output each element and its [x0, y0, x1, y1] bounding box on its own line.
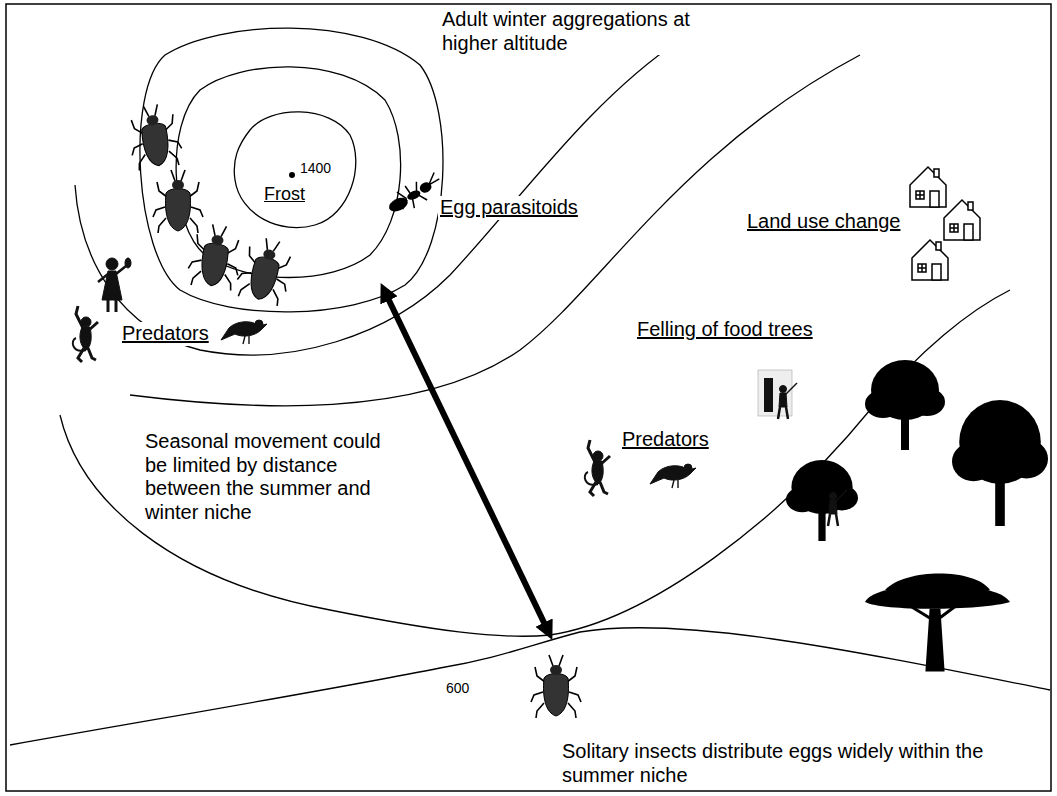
map-label: Predators: [620, 428, 711, 452]
map-label: Egg parasitoids: [438, 196, 580, 220]
person-icon: [98, 258, 131, 312]
double-arrow: [384, 290, 549, 633]
map-label: Solitary insects distribute eggs widely …: [560, 740, 1044, 787]
ant-icon: [383, 172, 446, 218]
map-label: Seasonal movement could be limited by di…: [143, 430, 387, 524]
insect-icons: [126, 102, 581, 718]
contour-lines: [10, 28, 1050, 745]
map-label: 600: [444, 680, 471, 697]
map-label: 1400: [298, 160, 333, 177]
map-label: Felling of food trees: [635, 318, 815, 342]
felling-icons: [758, 370, 847, 526]
map-label: Land use change: [745, 210, 902, 234]
frame: [6, 4, 1051, 791]
map-label: Predators: [120, 322, 211, 346]
house-icons: [910, 167, 980, 280]
tree-icons: [786, 360, 1048, 670]
map-label: Adult winter aggregations at higher alti…: [440, 8, 744, 55]
map-label: Frost: [262, 184, 307, 205]
summit-dot: [289, 172, 295, 178]
